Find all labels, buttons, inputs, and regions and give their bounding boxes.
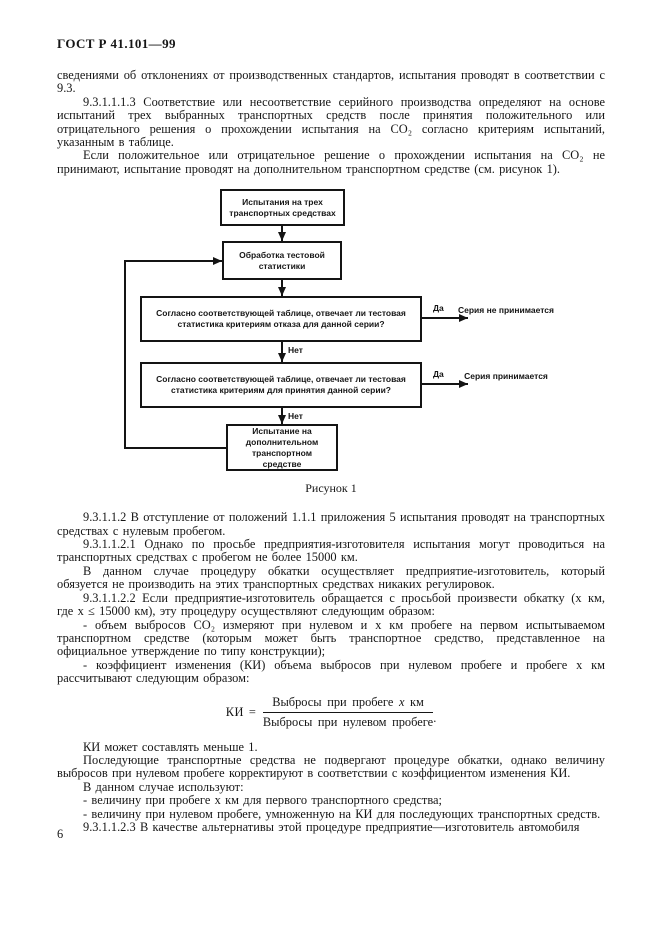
feedback-loop-line <box>124 257 226 450</box>
document-title: ГОСТ Р 41.101—99 <box>57 36 176 51</box>
formula-numerator: Выбросы при пробеге x км <box>262 694 434 713</box>
page-content: ГОСТ Р 41.101—99 сведениями об отклонени… <box>57 36 605 834</box>
flowchart-connectors <box>124 226 468 450</box>
paragraph-ki-less-than-one: КИ может составлять меньше 1. <box>83 739 258 754</box>
paragraph-9-3-1-1-2: 9.3.1.1.2 В отступление от положений 1.1… <box>57 510 605 538</box>
paragraph-in-this-case-use: В данном случае используют: <box>83 779 244 794</box>
flowchart-label-yes-1: Да <box>433 303 444 314</box>
paragraph-9-3-1-1-1-3: 9.3.1.1.1.3 Соответствие или несоответст… <box>57 94 605 150</box>
flowchart-label-yes-2: Да <box>433 369 444 380</box>
formula-equals-sign: = <box>248 704 256 719</box>
formula-denominator: Выбросы при нулевом пробеге <box>262 714 434 729</box>
flowchart-label-no-1: Нет <box>288 345 303 356</box>
paragraph-9-3-1-1-2-2: 9.3.1.1.2.2 Если предприятие-изготовител… <box>57 590 605 619</box>
paragraph-if-decision: Если положительное или отрицательное реш… <box>57 148 605 176</box>
flowchart-box-statistics-processing: Обработка тестовой статистики <box>222 241 342 281</box>
flowchart-box-additional-vehicle-test: Испытание на дополнительном транспортном… <box>226 424 338 472</box>
flowchart-box-rejection-criteria: Согласно соответствующей таблице, отвеча… <box>140 296 422 343</box>
flowchart-figure: Испытания на трех транспортных средствах… <box>57 187 605 495</box>
paragraph-9-3-1-1-2-3: 9.3.1.1.2.3 В качестве альтернативы этой… <box>83 819 580 834</box>
flowchart-result-series-accepted: Серия принимается <box>464 371 548 382</box>
numerator-unit: км <box>404 694 424 709</box>
formula-lhs: КИ <box>225 704 244 719</box>
paragraph-subsequent-vehicles: Последующие транспортные средства не под… <box>57 752 605 781</box>
ki-formula: КИ = Выбросы при пробеге x км Выбросы пр… <box>57 695 605 730</box>
paragraph-bullet-co2-volume: - объем выбросов CO₂ измеряют при нулево… <box>57 617 605 659</box>
paragraph-run-in-case: В данном случае процедуру обкатки осущес… <box>57 563 605 592</box>
paragraph-bullet-value-x-km: - величину при пробеге x км для первого … <box>83 793 442 808</box>
paragraph-continuation: сведениями об отклонениях от производств… <box>57 68 605 96</box>
figure-caption: Рисунок 1 <box>305 481 357 496</box>
paragraph-bullet-value-zero-run: - величину при нулевом пробеге, умноженн… <box>83 806 601 821</box>
flowchart-box-acceptance-criteria: Согласно соответствующей таблице, отвеча… <box>140 362 422 409</box>
paragraph-bullet-ki-coefficient: - коэффициент изменения (КИ) объема выбр… <box>57 657 605 686</box>
numerator-variable-x: x <box>398 694 405 709</box>
flowchart-label-no-2: Нет <box>288 411 303 422</box>
page-number: 6 <box>57 827 64 841</box>
flowchart-result-series-rejected: Серия не принимается <box>458 305 554 316</box>
numerator-text: Выбросы при пробеге <box>272 694 399 709</box>
flowchart-box-tests-three-vehicles: Испытания на трех транспортных средствах <box>220 189 345 227</box>
formula-period: . <box>433 710 437 725</box>
paragraph-9-3-1-1-2-1: 9.3.1.1.2.1 Однако по просьбе предприяти… <box>57 537 605 565</box>
formula-fraction: Выбросы при пробеге x км Выбросы при нул… <box>262 694 434 730</box>
